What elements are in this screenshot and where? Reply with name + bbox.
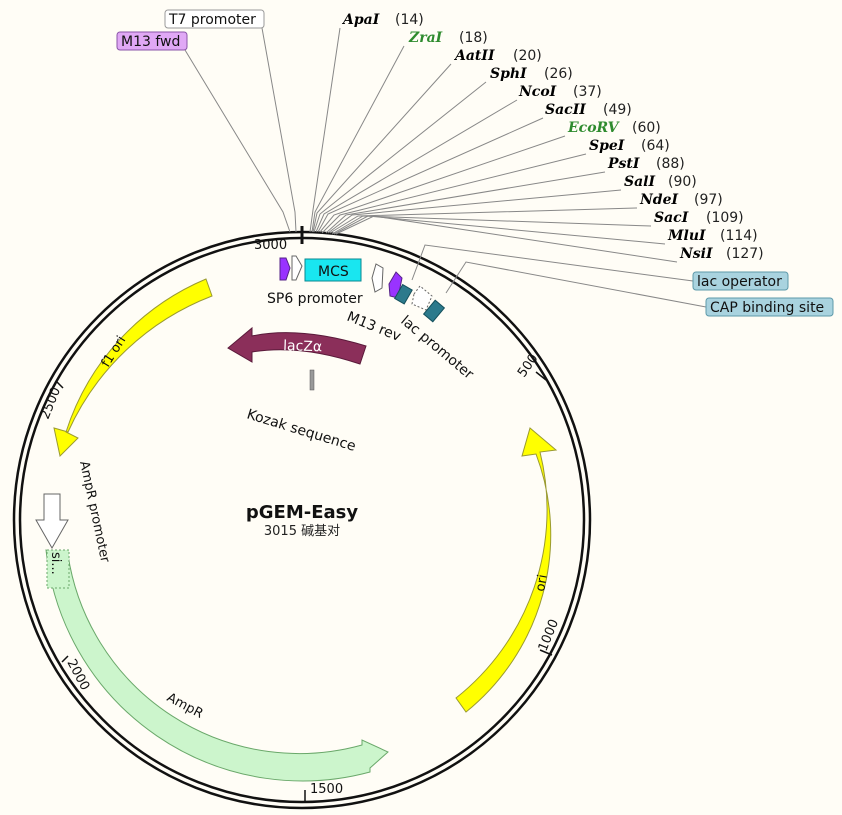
tick-mark-500 bbox=[535, 371, 547, 381]
enzyme-psti: PstI bbox=[607, 156, 640, 172]
ori-label: ori bbox=[533, 573, 551, 592]
ampr-promoter-label: AmpR promoter bbox=[76, 460, 112, 565]
ampr-promoter-feature bbox=[35, 493, 69, 550]
tick-3000: 3000 bbox=[254, 238, 287, 253]
plasmid-length: 3015 碱基对 bbox=[264, 524, 340, 539]
enzyme-sphi: SphI bbox=[490, 66, 527, 82]
enzyme-ncoi: NcoI bbox=[518, 84, 557, 100]
enzyme-nsii: NsiI bbox=[679, 246, 713, 262]
enzyme-apai: ApaI bbox=[341, 12, 380, 28]
cap-binding-label: CAP binding site bbox=[705, 297, 834, 317]
enzyme-position: (88) bbox=[656, 156, 685, 172]
enzyme-saci: SacI bbox=[654, 210, 689, 226]
m13-fwd-text: M13 fwd bbox=[121, 34, 180, 50]
enzyme-aatii: AatII bbox=[453, 48, 495, 64]
enzyme-labels: ApaI (14) ZraI (18) AatII (20) SphI (26) NcoI (37… bbox=[341, 12, 764, 262]
plasmid-name: pGEM-Easy bbox=[246, 502, 358, 523]
mcs-feature bbox=[304, 258, 362, 282]
lac-operator-label: lac operator bbox=[692, 271, 789, 291]
enzyme-position: (14) bbox=[395, 12, 424, 28]
lac-operator-feature bbox=[393, 283, 413, 305]
mcs-label: MCS bbox=[318, 264, 349, 280]
f1-ori-feature bbox=[53, 278, 213, 458]
enzyme-position: (49) bbox=[603, 102, 632, 118]
m13-fwd-feature bbox=[279, 257, 291, 281]
enzyme-position: (114) bbox=[720, 228, 758, 244]
enzyme-position: (26) bbox=[544, 66, 573, 82]
signal-seq-feature bbox=[46, 549, 70, 589]
tick-mark-2500 bbox=[56, 381, 64, 389]
enzyme-position: (64) bbox=[641, 138, 670, 154]
tick-mark-2000 bbox=[61, 655, 69, 663]
lac-operator-text: lac operator bbox=[697, 274, 782, 290]
enzyme-position: (20) bbox=[513, 48, 542, 64]
m13-fwd-label: M13 fwd bbox=[116, 31, 188, 51]
m13-rev-label: M13 rev bbox=[345, 309, 404, 345]
enzyme-position: (97) bbox=[694, 192, 723, 208]
lacz-feature bbox=[227, 326, 367, 365]
enzyme-position: (37) bbox=[573, 84, 602, 100]
enzyme-position: (18) bbox=[459, 30, 488, 46]
enzyme-ecorv: EcoRV bbox=[567, 120, 621, 136]
tick-mark-1000 bbox=[539, 649, 553, 656]
ori-feature bbox=[455, 427, 558, 713]
enzyme-sacii: SacII bbox=[545, 102, 586, 118]
sp6-promoter-label: SP6 promoter bbox=[267, 291, 363, 307]
enzyme-leaders bbox=[184, 27, 707, 308]
ampr-feature bbox=[45, 549, 389, 782]
enzyme-sali: SalI bbox=[624, 174, 656, 190]
enzyme-position: (90) bbox=[668, 174, 697, 190]
enzyme-position: (127) bbox=[726, 246, 764, 262]
t7-promoter-feature bbox=[371, 263, 384, 293]
sp6-promoter-feature bbox=[291, 255, 303, 281]
enzyme-zrai: ZraI bbox=[408, 30, 443, 46]
enzyme-spei: SpeI bbox=[589, 138, 625, 154]
tick-1500: 1500 bbox=[310, 782, 343, 797]
enzyme-ndei: NdeI bbox=[639, 192, 678, 208]
tick-2500: 2500 bbox=[38, 385, 64, 421]
signal-seq-label: si... bbox=[48, 552, 63, 575]
kozak-feature bbox=[309, 369, 315, 391]
cap-site-feature bbox=[422, 299, 446, 323]
lacz-label: lacZα bbox=[283, 338, 323, 355]
t7-promoter-text: T7 promoter bbox=[168, 12, 256, 28]
cap-binding-text: CAP binding site bbox=[710, 300, 824, 316]
enzyme-position: (60) bbox=[632, 120, 661, 136]
enzyme-mlui: MluI bbox=[667, 228, 706, 244]
t7-promoter-label: T7 promoter bbox=[164, 9, 265, 29]
enzyme-position: (109) bbox=[706, 210, 744, 226]
kozak-label: Kozak sequence bbox=[245, 407, 358, 455]
lac-promoter-label: lac promoter bbox=[397, 313, 476, 383]
lac-promoter-feature bbox=[411, 285, 433, 311]
